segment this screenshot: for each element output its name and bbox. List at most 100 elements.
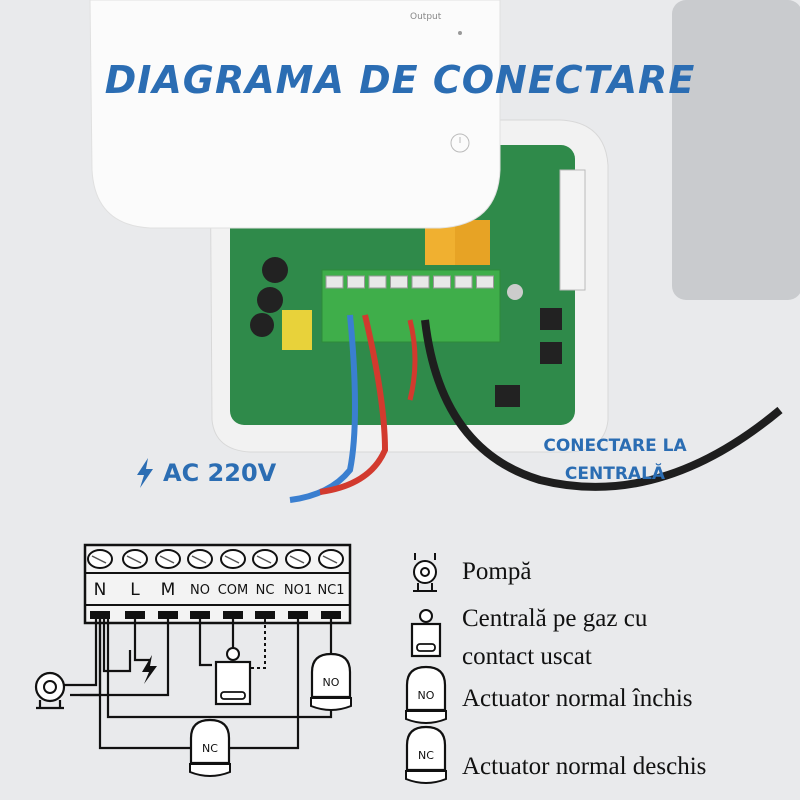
wire	[70, 619, 170, 697]
boiler-connection-line2: CENTRALĂ	[564, 464, 666, 484]
page-title: DIAGRAMA DE CONECTARE	[104, 58, 696, 102]
actuator-nc-icon	[405, 725, 447, 772]
legend-actuator-no: Actuator normal închis	[462, 685, 693, 712]
wire	[55, 619, 98, 687]
gas-boiler-icon-valve	[226, 647, 240, 661]
boiler-connection-line1: CONECTARE LA	[543, 436, 687, 456]
terminal-pad	[158, 611, 178, 619]
screw-slot	[224, 555, 240, 564]
legend-icons: NO NC	[405, 553, 447, 784]
terminal-pad	[255, 611, 275, 619]
terminal-pad	[321, 611, 341, 619]
actuator-nc-icon-label: NC	[202, 742, 218, 755]
wire	[102, 619, 132, 673]
thermostat-cover	[89, 0, 501, 229]
wire	[133, 619, 150, 662]
actuator-no-icon	[310, 652, 352, 699]
screw-icon	[285, 549, 311, 569]
screw-slot	[256, 555, 272, 564]
pump-icon	[413, 560, 437, 584]
screw-slot	[126, 555, 142, 564]
wire	[230, 619, 300, 750]
capacitor	[250, 313, 274, 337]
terminal-screw	[411, 275, 430, 289]
screw-icon	[220, 549, 246, 569]
terminal-pad	[125, 611, 145, 619]
terminal-label-no: NO	[190, 583, 210, 598]
terminal-label-no1: NO1	[283, 583, 313, 598]
screw-icon	[187, 549, 213, 569]
actuator-nc-icon-base	[405, 770, 447, 784]
screw-icon	[252, 549, 278, 569]
wall-panel	[672, 0, 800, 300]
terminal-screw	[390, 275, 408, 289]
wire-black	[421, 319, 783, 491]
terminal-pad	[190, 611, 210, 619]
actuator-no-icon-label: NO	[323, 676, 340, 689]
boiler-connection-label: CONECTARE LA CENTRALĂ	[520, 432, 710, 488]
terminal-screw	[433, 275, 451, 289]
pump-lines	[413, 553, 437, 592]
button[interactable]	[540, 308, 562, 330]
actuator-nc-icon-base	[189, 763, 231, 777]
screw-slot	[322, 555, 338, 564]
wire-red	[319, 314, 389, 495]
relay	[455, 220, 490, 265]
gas-boiler-icon-display	[220, 691, 246, 700]
screw-slot	[191, 555, 207, 564]
pump-rotor	[43, 680, 57, 694]
wiring-diagram: NO NC	[34, 543, 352, 777]
gas-boiler-icon-display	[416, 643, 436, 652]
pump-rotor	[420, 567, 430, 577]
terminal-screw	[347, 275, 365, 289]
legend-boiler-line1: Centrală pe gaz cu	[462, 605, 648, 632]
ac-voltage-text: AC 220V	[163, 459, 277, 487]
pin-header	[559, 169, 586, 291]
legend-actuator-nc: Actuator normal deschis	[462, 753, 707, 780]
terminal-label-l: L	[130, 580, 140, 600]
gas-boiler-icon	[410, 622, 442, 658]
screw-icon	[87, 549, 113, 569]
screw-icon	[122, 549, 148, 569]
power-icon[interactable]	[450, 133, 470, 153]
output-label: Output	[410, 12, 442, 22]
terminal-pad	[223, 611, 243, 619]
terminal-screw	[476, 275, 494, 289]
capacitor	[257, 287, 283, 313]
pump-base	[36, 700, 64, 710]
actuator-nc-icon-label: NC	[418, 749, 434, 762]
wire-dashed	[250, 619, 266, 669]
capacitor	[262, 257, 288, 283]
terminal-label-n: N	[93, 580, 107, 600]
lightning-icon	[142, 655, 157, 684]
terminal-pad	[90, 611, 110, 619]
actuator-no-icon-base	[405, 710, 447, 724]
wire-red-2	[407, 319, 418, 401]
screw-slot	[289, 555, 305, 564]
terminal-pad	[288, 611, 308, 619]
terminal-screw	[368, 275, 387, 289]
actuator-nc-icon	[189, 718, 231, 765]
legend-pump: Pompă	[462, 558, 532, 585]
terminal-label-com: COM	[217, 583, 249, 598]
wire	[98, 619, 190, 750]
legend-boiler-line2: contact uscat	[462, 643, 592, 670]
screw-icon	[155, 549, 181, 569]
chip	[495, 385, 520, 407]
screw	[507, 284, 523, 300]
actuator-no-icon-label: NO	[418, 689, 435, 702]
led-indicator	[458, 31, 462, 35]
terminal-label-nc1: NC1	[317, 583, 345, 598]
pump-icon	[34, 671, 66, 703]
terminal-screw	[454, 275, 473, 289]
ac-label: AC 220V	[135, 458, 276, 488]
screw-slot	[91, 555, 107, 564]
lightning-icon	[137, 458, 153, 488]
screw-slot	[159, 555, 175, 564]
actuator-no-icon-base	[310, 697, 352, 711]
button[interactable]	[540, 342, 562, 364]
wire	[198, 619, 212, 667]
terminal-label-m: M	[160, 580, 176, 600]
wire-blue	[289, 314, 358, 503]
